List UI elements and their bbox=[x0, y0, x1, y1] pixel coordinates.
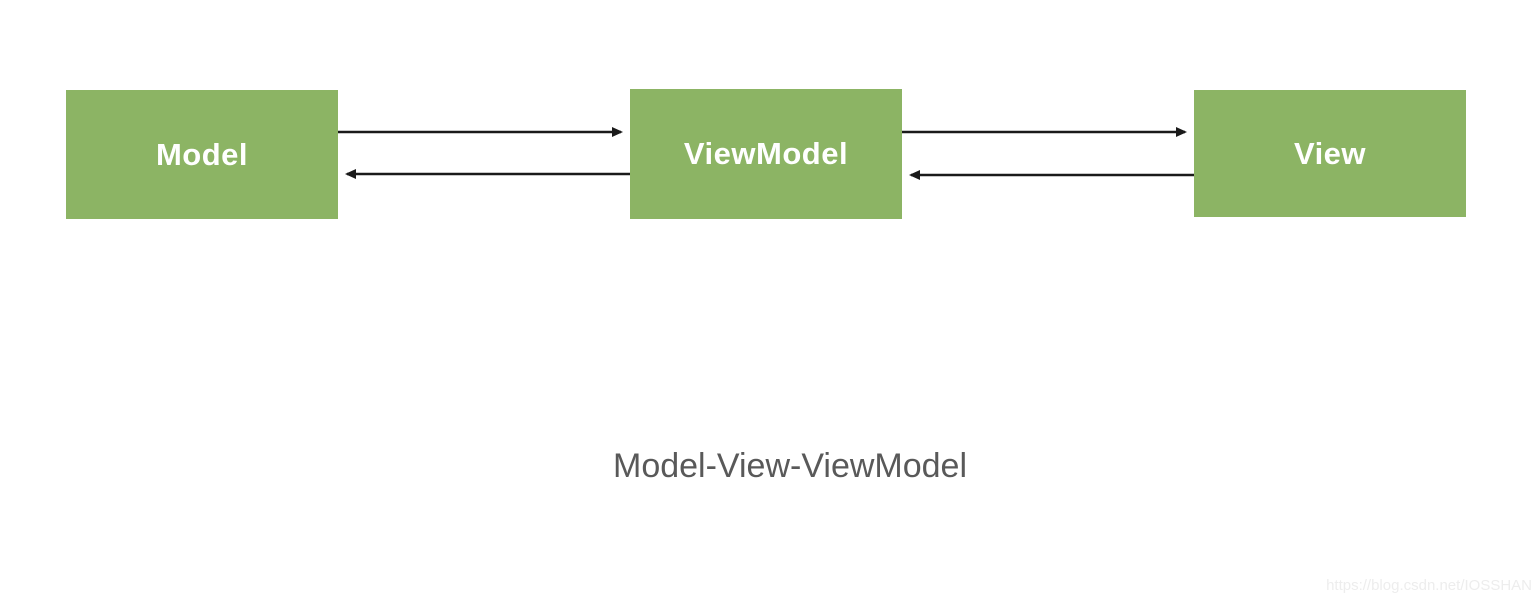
node-model: Model bbox=[66, 90, 338, 219]
node-viewmodel-label: ViewModel bbox=[683, 136, 849, 171]
node-viewmodel: ViewModel bbox=[630, 89, 902, 219]
watermark-link: https://blog.csdn.net/IOSSHAN bbox=[1326, 577, 1532, 594]
diagram-title: Model-View-ViewModel bbox=[612, 447, 968, 485]
node-view-label: View bbox=[1293, 135, 1367, 171]
node-view: View bbox=[1194, 90, 1466, 217]
node-model-label: Model bbox=[155, 136, 249, 172]
